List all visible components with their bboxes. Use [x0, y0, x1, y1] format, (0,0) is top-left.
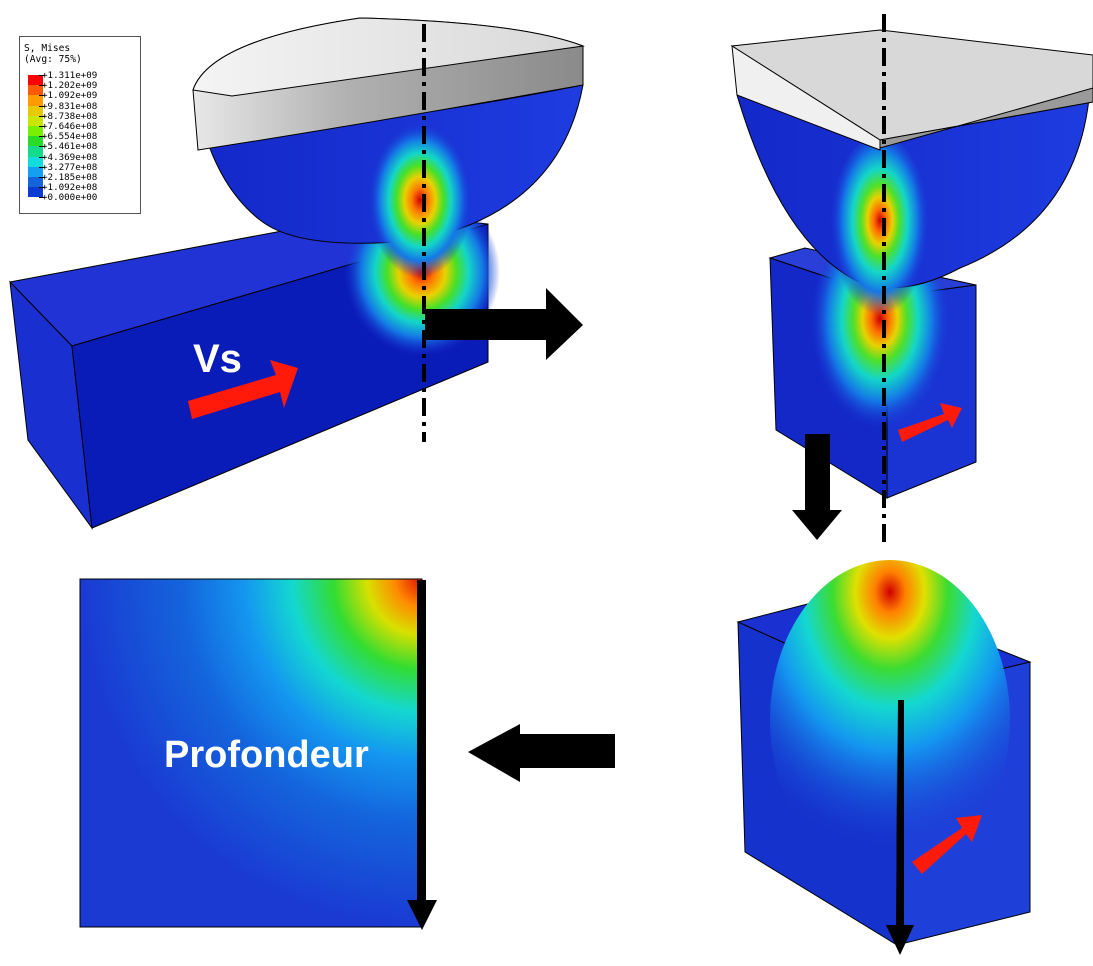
legend-swatch — [28, 125, 43, 137]
legend-tick — [39, 105, 45, 107]
legend-tick — [39, 115, 45, 117]
legend-swatch — [28, 105, 43, 116]
flow-arrow-left-icon — [468, 724, 615, 782]
legend-value: +7.646e+08 — [42, 120, 98, 132]
section-plane — [79, 578, 423, 928]
legend-value: +1.092e+08 — [42, 182, 98, 194]
scene-top-right — [730, 14, 1093, 548]
legend-tick — [39, 187, 45, 189]
legend-value: +8.738e+08 — [42, 110, 98, 122]
sample-stress-field — [770, 560, 1010, 880]
legend-value: +0.000e+00 — [42, 192, 98, 204]
stress-legend: S, Mises (Avg: 75%) +1.311e+09+1.202e+09… — [19, 36, 141, 214]
legend-value: +5.461e+08 — [42, 141, 98, 153]
legend-swatch — [28, 176, 43, 188]
legend-tick — [39, 85, 45, 87]
scene-bottom-left: Profondeur — [79, 578, 437, 930]
depth-label: Profondeur — [164, 734, 369, 776]
legend-tick — [39, 176, 45, 178]
indenter-stress-right — [830, 135, 930, 325]
legend-title: S, Mises — [24, 43, 71, 54]
velocity-arrow-sample-icon — [912, 815, 982, 874]
legend-tick — [39, 95, 45, 97]
legend-tick — [39, 197, 45, 199]
legend-tick — [39, 136, 45, 138]
depth-arrow-3d-icon — [886, 700, 914, 955]
depth-arrow-icon — [407, 580, 437, 930]
legend-value: +3.277e+08 — [42, 161, 98, 173]
legend-swatch — [28, 156, 43, 167]
legend-tick — [39, 75, 45, 76]
scene-bottom-right — [736, 560, 1032, 955]
legend-tick — [39, 125, 45, 127]
legend-swatch — [28, 115, 43, 126]
indenter-disk-edge — [879, 87, 1093, 149]
velocity-arrow-icon — [188, 360, 298, 419]
legend-value: +1.311e+09 — [42, 70, 98, 81]
velocity-arrow-small-icon — [898, 403, 962, 442]
legend-value: +4.369e+08 — [42, 151, 98, 163]
legend-tick — [39, 166, 45, 168]
flow-arrow-down-icon — [792, 434, 842, 540]
legend-swatch — [28, 187, 43, 198]
scene-top-left: Vs — [8, 17, 585, 530]
legend-swatch — [28, 75, 43, 86]
indenter-disk-top — [192, 17, 585, 97]
legend-swatch — [28, 85, 43, 96]
legend-value: +6.554e+08 — [42, 131, 98, 143]
indenter-stress-field — [368, 122, 472, 278]
speed-label: Vs — [193, 337, 242, 381]
indenter-disk-front — [731, 45, 881, 151]
legend-value: +1.092e+09 — [42, 90, 98, 102]
legend-swatch — [28, 146, 43, 157]
legend-swatch — [28, 136, 43, 147]
legend-value: +2.185e+08 — [42, 171, 98, 183]
legend-tick — [39, 156, 45, 158]
legend-subtitle: (Avg: 75%) — [24, 54, 82, 65]
flow-arrow-right-icon — [425, 288, 583, 360]
legend-swatch — [28, 166, 43, 177]
legend-tick — [39, 146, 45, 148]
legend-swatch — [28, 95, 43, 106]
legend-value: +1.202e+09 — [42, 80, 98, 92]
legend-value: +9.831e+08 — [42, 100, 98, 112]
